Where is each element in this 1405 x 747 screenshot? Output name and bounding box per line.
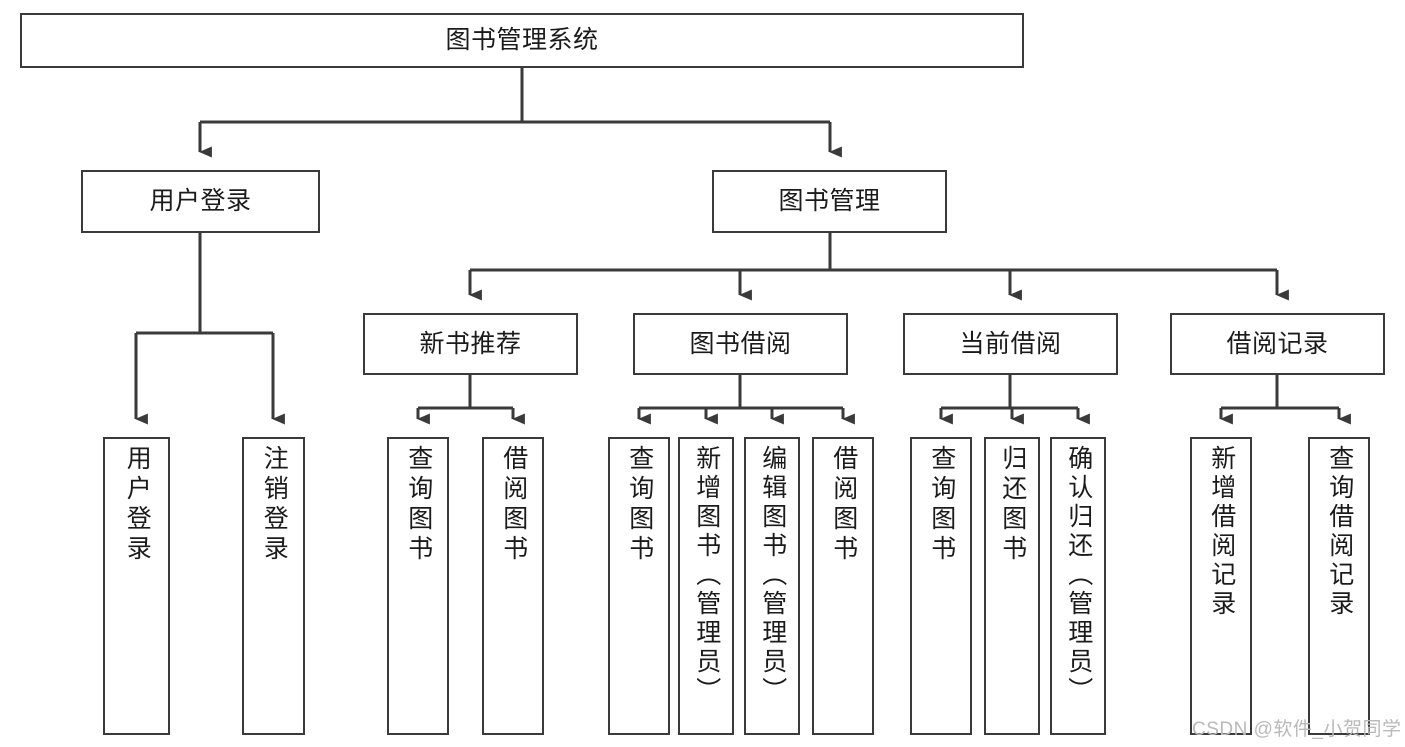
node-leaf-add-borrow-record[interactable]: 新增借阅记录 bbox=[1190, 437, 1252, 735]
node-leaf-return-book[interactable]: 归还图书 bbox=[984, 437, 1040, 735]
node-leaf-edit-book-admin[interactable]: 编辑图书（管理员） bbox=[744, 437, 800, 735]
node-leaf-borrow-book[interactable]: 借阅图书 bbox=[812, 437, 874, 735]
node-current-borrow[interactable]: 当前借阅 bbox=[903, 313, 1118, 375]
node-leaf-label: 查询图书 bbox=[625, 445, 654, 565]
node-book-borrow-label: 图书借阅 bbox=[689, 329, 792, 358]
node-leaf-label: 查询借阅记录 bbox=[1325, 445, 1354, 619]
node-leaf-label: 新增图书（管理员） bbox=[692, 445, 721, 706]
node-leaf-borrow-book-new[interactable]: 借阅图书 bbox=[482, 437, 544, 735]
node-current-borrow-label: 当前借阅 bbox=[959, 329, 1062, 358]
node-root-system[interactable]: 图书管理系统 bbox=[20, 13, 1024, 68]
node-leaf-query-borrow-record[interactable]: 查询借阅记录 bbox=[1308, 437, 1370, 735]
node-new-book-recommend[interactable]: 新书推荐 bbox=[363, 313, 578, 375]
node-user-login[interactable]: 用户登录 bbox=[81, 170, 320, 233]
node-leaf-label: 用户登录 bbox=[123, 445, 152, 565]
node-leaf-label: 确认归还（管理员） bbox=[1064, 445, 1093, 706]
node-user-login-label: 用户登录 bbox=[149, 187, 252, 216]
node-leaf-confirm-return-admin[interactable]: 确认归还（管理员） bbox=[1050, 437, 1106, 735]
watermark: CSDN @软件_小贺同学 bbox=[1192, 719, 1402, 740]
node-book-management-label: 图书管理 bbox=[778, 187, 881, 216]
node-leaf-query-book-new[interactable]: 查询图书 bbox=[387, 437, 449, 735]
node-book-management[interactable]: 图书管理 bbox=[712, 170, 947, 233]
node-book-borrow[interactable]: 图书借阅 bbox=[633, 313, 848, 375]
node-borrow-records-label: 借阅记录 bbox=[1226, 329, 1329, 358]
node-new-book-recommend-label: 新书推荐 bbox=[419, 329, 522, 358]
node-borrow-records[interactable]: 借阅记录 bbox=[1170, 313, 1385, 375]
node-leaf-label: 查询图书 bbox=[404, 445, 433, 565]
node-leaf-query-book-borrow[interactable]: 查询图书 bbox=[608, 437, 670, 735]
node-root-label: 图书管理系统 bbox=[445, 26, 599, 55]
node-leaf-label: 注销登录 bbox=[260, 445, 289, 565]
node-leaf-query-book-current[interactable]: 查询图书 bbox=[910, 437, 972, 735]
node-leaf-label: 查询图书 bbox=[927, 445, 956, 565]
node-leaf-add-book-admin[interactable]: 新增图书（管理员） bbox=[678, 437, 734, 735]
node-leaf-label: 编辑图书（管理员） bbox=[758, 445, 787, 706]
node-leaf-logout[interactable]: 注销登录 bbox=[242, 437, 305, 735]
node-leaf-label: 归还图书 bbox=[998, 445, 1027, 565]
node-leaf-label: 新增借阅记录 bbox=[1207, 445, 1236, 619]
node-leaf-label: 借阅图书 bbox=[499, 445, 528, 565]
node-leaf-label: 借阅图书 bbox=[829, 445, 858, 565]
node-leaf-user-login[interactable]: 用户登录 bbox=[103, 437, 170, 735]
